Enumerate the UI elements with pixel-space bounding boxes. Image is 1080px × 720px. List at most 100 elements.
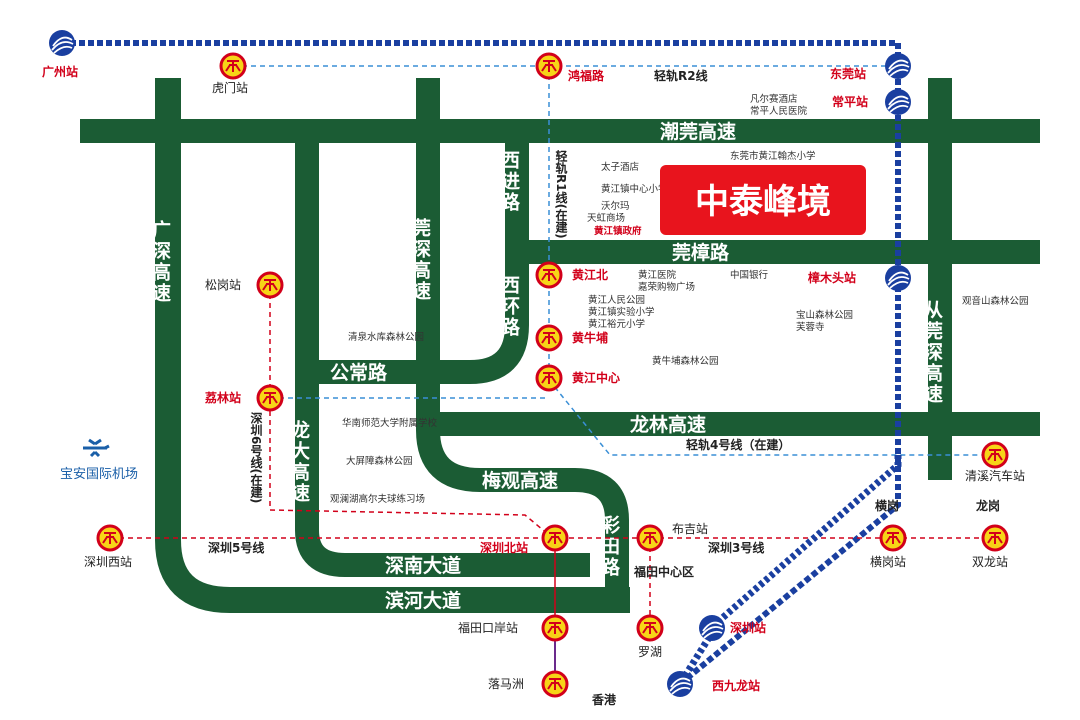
label-meiguan: 梅观高速 (482, 469, 558, 492)
rail-line-south (677, 455, 902, 686)
station-henggang-label: 横岗站 (870, 555, 906, 569)
station-huangjiangbei-label: 黄江北 (572, 267, 608, 282)
line-sz3-label: 深圳3号线 (708, 540, 764, 555)
station-hongfu[interactable] (535, 52, 563, 80)
station-huangjiangzhongxin[interactable] (535, 364, 563, 392)
poi-hj-central-school: 黄江镇中心小学 (601, 183, 668, 195)
station-shenzhenxi[interactable] (96, 524, 124, 552)
poi-guanyinshan: 观音山森林公园 (962, 295, 1029, 307)
place-futian-center: 福田中心区 (633, 564, 694, 579)
station-zhangmutou-label: 樟木头站 (808, 270, 856, 285)
label-xijin: 西进路 (498, 150, 520, 213)
project-title-box[interactable]: 中泰峰境 (660, 165, 866, 235)
station-shenzhenbei-label: 深圳北站 (480, 540, 528, 555)
station-xijiulong[interactable] (666, 670, 694, 698)
label-gongchang: 公常路 (330, 361, 388, 384)
station-changping-label: 常平站 (832, 94, 868, 109)
poi-gov: 黄江镇政府 (594, 225, 642, 237)
station-huangniupu[interactable] (535, 324, 563, 352)
station-xijiulong-label: 西九龙站 (712, 678, 760, 693)
poi-guanlanhu: 观澜湖高尔夫球练习场 (330, 493, 425, 505)
station-shenzhen-label: 深圳站 (730, 620, 766, 635)
road-network (80, 78, 1040, 613)
station-luohu[interactable] (636, 614, 664, 642)
poi-hj-hospital: 黄江医院 (638, 269, 677, 281)
poi-dapingzhang: 大屏障森林公园 (346, 455, 413, 467)
poi-jiarong: 嘉荣购物广场 (638, 281, 695, 293)
station-zhangmutou[interactable] (884, 264, 912, 292)
station-futian-kouan[interactable] (541, 614, 569, 642)
label-binhe: 滨河大道 (385, 589, 461, 612)
road-gongchang (307, 131, 529, 384)
station-qingxi[interactable] (981, 441, 1009, 469)
label-guanshen: 莞深高速 (409, 217, 431, 302)
station-lilin[interactable] (256, 384, 284, 412)
label-longlin: 龙林高速 (630, 413, 706, 436)
label-guanzhang: 莞樟路 (672, 241, 730, 264)
poi-walmart: 沃尔玛 (601, 200, 630, 212)
station-guangzhou-label: 广州站 (42, 64, 78, 79)
station-huangniupu-label: 黄牛埔 (572, 330, 608, 345)
poi-tianhong: 天虹商场 (587, 212, 625, 224)
project-title: 中泰峰境 (695, 182, 831, 222)
poi-fanerse: 凡尔赛酒店 (750, 93, 798, 105)
place-longgang: 龙岗 (976, 498, 1000, 513)
station-shenzhenxi-label: 深圳西站 (84, 555, 132, 569)
station-buji[interactable] (636, 524, 664, 552)
station-songgang-label: 松岗站 (205, 278, 241, 292)
place-hongkong: 香港 (591, 692, 617, 707)
poi-changping-hospital: 常平人民医院 (750, 105, 808, 117)
line-r2-label: 轻轨R2线 (654, 68, 708, 83)
label-chaoguan: 潮莞高速 (660, 120, 736, 143)
line-r1-label: 轻轨R1线(在建) (554, 149, 568, 239)
poi-people-park: 黄江人民公园 (588, 294, 645, 306)
station-luomazhou-label: 落马洲 (488, 677, 524, 691)
road-guanshen (416, 78, 629, 600)
poi-hj-school: 东莞市黄江翰杰小学 (730, 150, 816, 162)
station-luohu-label: 罗湖 (638, 644, 662, 659)
station-huangjiangzhongxin-label: 黄江中心 (572, 370, 620, 385)
station-humen[interactable] (219, 52, 247, 80)
station-dongguan-label: 东莞站 (830, 66, 866, 81)
station-luomazhou[interactable] (541, 670, 569, 698)
line-sz6-label: 深圳6号线(在建) (249, 411, 263, 504)
station-guangzhou[interactable] (48, 29, 76, 57)
poi-qingquan-park: 清泉水库森林公园 (348, 331, 424, 343)
line-l4-label: 轻轨4号线（在建） (686, 437, 790, 452)
label-xihuan: 西环路 (498, 275, 520, 338)
station-shenzhenbei[interactable] (541, 524, 569, 552)
line-sz5-label: 深圳5号线 (208, 540, 264, 555)
station-lilin-label: 荔林站 (204, 390, 241, 405)
poi-huangniupu-park: 黄牛埔森林公园 (652, 355, 719, 367)
station-changping[interactable] (884, 88, 912, 116)
place-henggang: 横岗 (875, 498, 899, 513)
label-longda: 龙大高速 (288, 419, 310, 504)
station-shuanglong-label: 双龙站 (972, 555, 1008, 569)
poi-group: 凡尔赛酒店 常平人民医院 太子酒店 东莞市黄江翰杰小学 黄江镇中心小学 沃尔玛 … (330, 93, 1029, 505)
label-conguanshen: 从莞深高速 (921, 300, 943, 405)
poi-shiyan-school: 黄江镇实验小学 (588, 306, 655, 318)
station-shuanglong[interactable] (981, 524, 1009, 552)
poi-baoshan-park: 宝山森林公园 (796, 309, 853, 321)
poi-furong-temple: 芙蓉寺 (796, 321, 825, 333)
poi-scnu-school: 华南师范大学附属学校 (342, 417, 438, 429)
station-huangjiangbei[interactable] (535, 261, 563, 289)
road-guangshen (155, 78, 630, 613)
poi-boc: 中国银行 (730, 269, 769, 281)
station-qingxi-label: 清溪汽车站 (965, 468, 1025, 483)
station-dongguan[interactable] (884, 52, 912, 80)
station-songgang[interactable] (256, 271, 284, 299)
airport-icon (83, 438, 110, 458)
poi-taizi: 太子酒店 (601, 161, 639, 173)
poi-yuyuan-school: 黄江裕元小学 (588, 318, 645, 330)
airport-label: 宝安国际机场 (60, 467, 138, 482)
station-shenzhen[interactable] (698, 614, 726, 642)
label-caitian: 彩田路 (598, 515, 621, 578)
station-henggang[interactable] (879, 524, 907, 552)
road-longda (295, 131, 590, 577)
label-shennan: 深南大道 (385, 554, 461, 577)
station-buji-label: 布吉站 (672, 522, 708, 536)
station-futian-kouan-label: 福田口岸站 (458, 620, 518, 635)
label-guangshen: 广深高速 (149, 219, 171, 304)
